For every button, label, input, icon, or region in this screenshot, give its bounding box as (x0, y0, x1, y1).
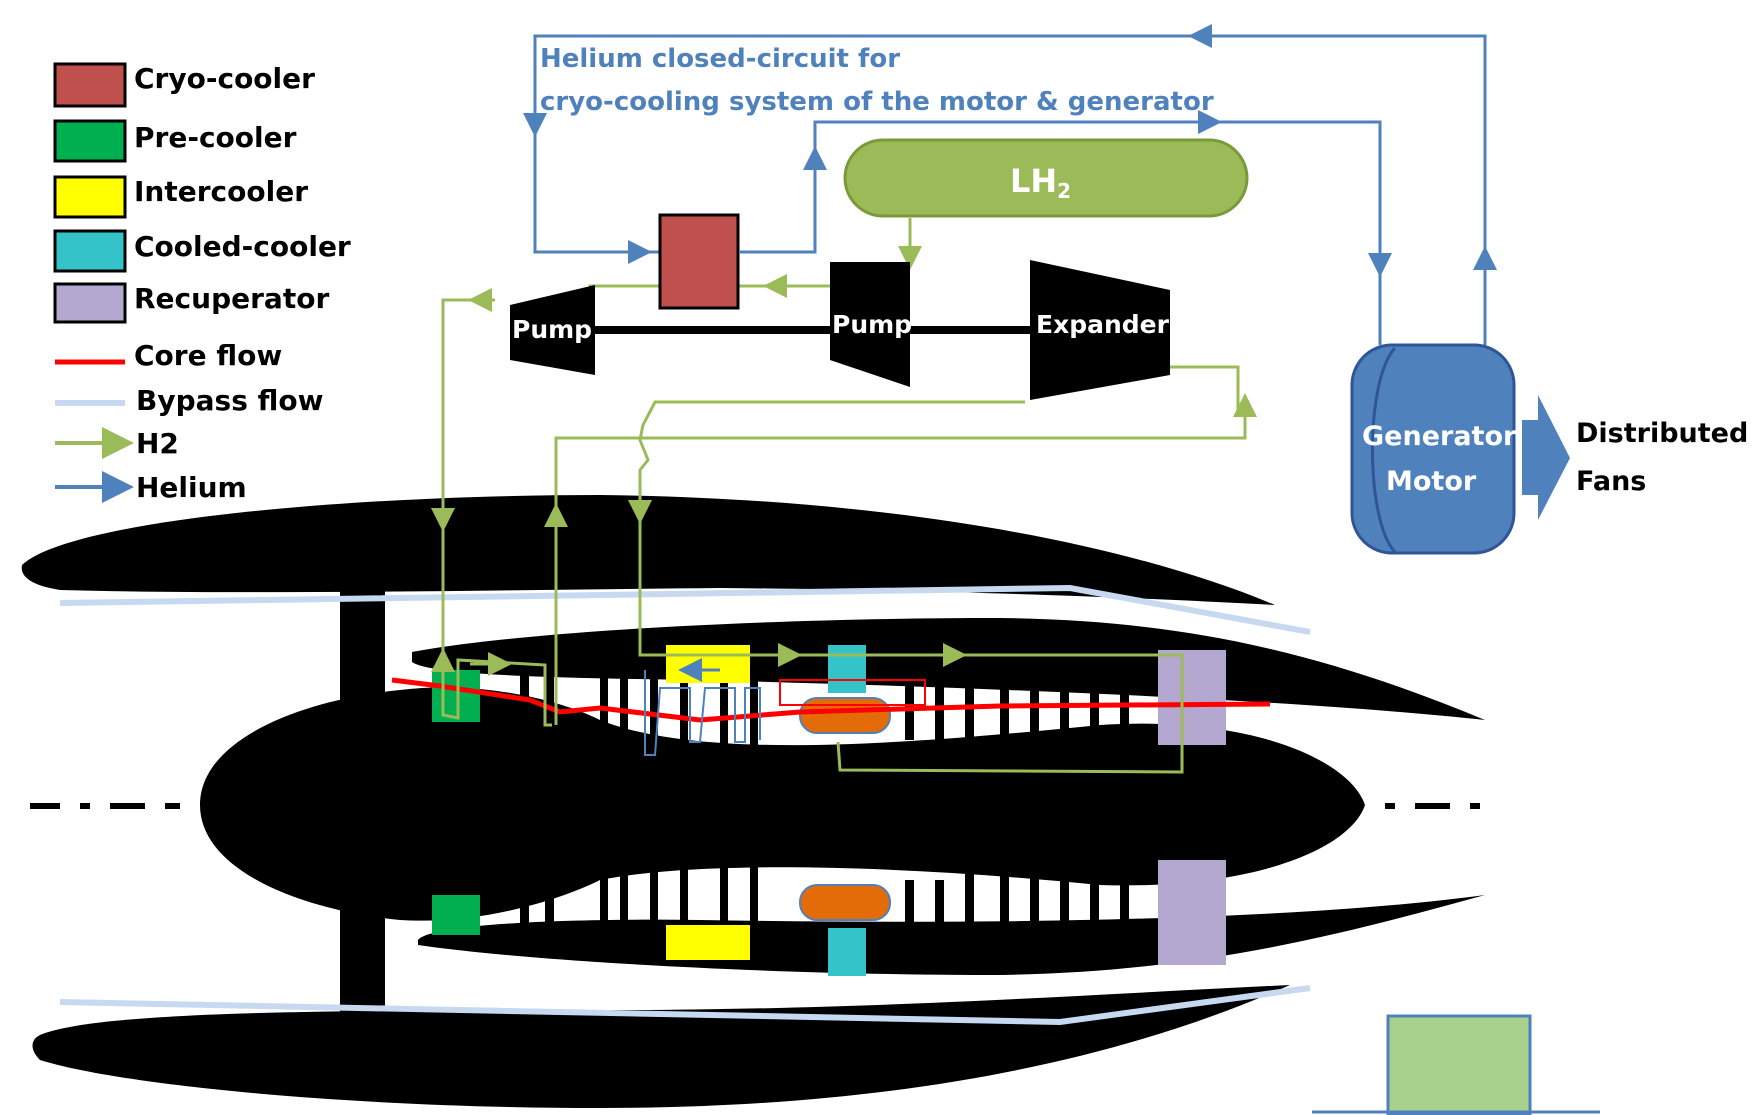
legend-label-intercooler: Intercooler (134, 175, 308, 208)
legend-label-bypass-flow: Bypass flow (136, 384, 323, 417)
legend-swatch-recuperator (53, 282, 127, 324)
helium-coil (644, 670, 761, 756)
legend-label-h2: H2 (136, 427, 179, 460)
intercooler-top (666, 645, 750, 683)
upper-nacelle (21, 495, 1276, 605)
expander-shape (1030, 260, 1170, 400)
legend-label-core-flow: Core flow (134, 339, 282, 372)
motor-label: Motor (1386, 466, 1477, 497)
helium-annotation-line2: cryo-cooling system of the motor & gener… (540, 87, 1214, 117)
recuperator-bottom (1158, 860, 1226, 965)
motor-body (1350, 343, 1516, 555)
helium-annotation-line1: Helium closed-circuit for (540, 44, 900, 74)
legend-swatch-pre-cooler (53, 119, 127, 163)
generator-label: Generator (1362, 421, 1517, 452)
legend-label-pre-cooler: Pre-cooler (134, 121, 297, 154)
core-flow-line (391, 677, 1271, 723)
legend-label-recuperator: Recuperator (134, 282, 329, 315)
combustor-top (799, 697, 891, 734)
expander-label: Expander (1036, 310, 1170, 339)
generator-motor (1350, 343, 1570, 555)
pump-mid-shape (830, 262, 910, 387)
lh2-label: LH2 (1010, 162, 1071, 203)
combustor-outline (779, 679, 926, 706)
legend-swatch-intercooler (53, 175, 127, 219)
legend: Cryo-cooler Pre-cooler Intercooler Coole… (53, 62, 351, 504)
combustor-bottom (799, 884, 891, 921)
pump-left-shape (510, 285, 595, 375)
cooled-cooler-top (828, 645, 866, 693)
output-label-line1: Distributed (1576, 418, 1748, 449)
pre-cooler-top (432, 670, 480, 722)
legend-label-cryo-cooler: Cryo-cooler (134, 62, 315, 95)
legend-label-helium: Helium (136, 471, 247, 504)
legend-swatch-cryo-cooler (53, 62, 127, 108)
lh2-tank (843, 138, 1249, 218)
motor-edge (1371, 346, 1397, 554)
helium-lines (523, 24, 1497, 345)
output-arrow (1522, 395, 1570, 520)
cooled-cooler-bottom (828, 928, 866, 976)
spool (200, 687, 1365, 921)
bypass-flow-lines (59, 584, 1311, 1026)
cryo-cooler-unit (658, 213, 740, 310)
pump-left-label: Pump (512, 315, 592, 344)
turbomachinery (510, 260, 1170, 400)
recuperator-top (1158, 650, 1226, 745)
legend-label-cooled-cooler: Cooled-cooler (134, 230, 351, 263)
intercooler-bottom (666, 925, 750, 960)
green-block (1386, 1014, 1532, 1115)
pump-mid-label: Pump (832, 310, 912, 339)
lower-core-cowl (418, 895, 1485, 975)
upper-core-cowl (412, 618, 1485, 720)
legend-swatch-cooled-cooler (53, 229, 127, 273)
output-label-line2: Fans (1576, 466, 1646, 497)
pre-cooler-bottom (432, 895, 480, 935)
